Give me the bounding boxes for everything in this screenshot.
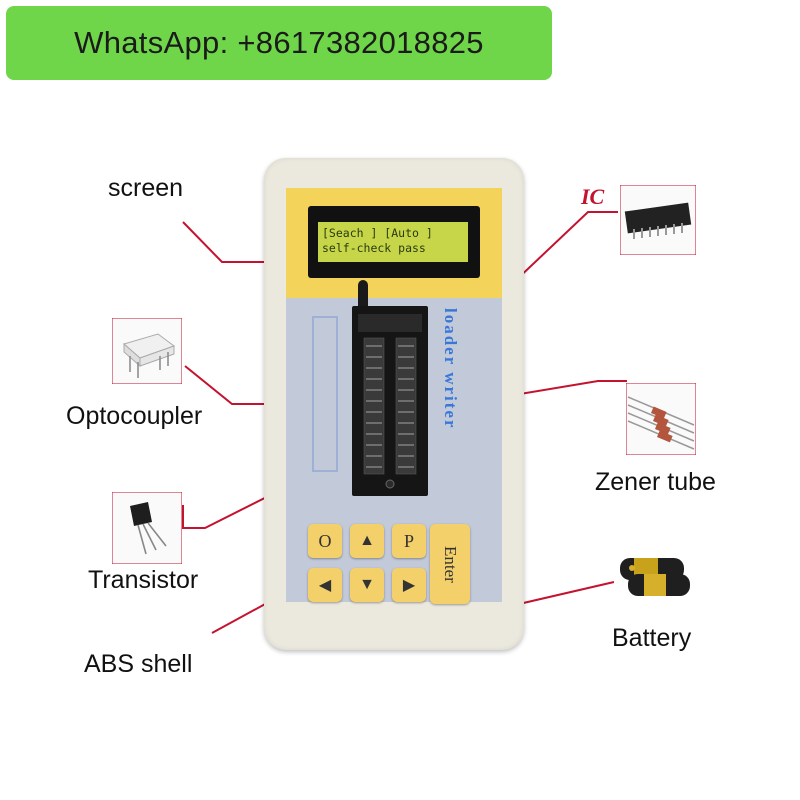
ic-chip-image <box>619 184 697 256</box>
abs-shell-label: ABS shell <box>84 650 193 678</box>
socket-lever[interactable] <box>358 280 368 326</box>
right-arrow-button[interactable]: ▶ <box>392 568 426 602</box>
ic-label: IC <box>581 184 605 209</box>
optocoupler-image <box>111 317 183 385</box>
up-arrow-button[interactable]: ▲ <box>350 524 384 558</box>
transistor-image <box>111 491 183 565</box>
transistor-label: Transistor <box>88 566 199 594</box>
whatsapp-text: WhatsApp: +8617382018825 <box>74 25 484 60</box>
optocoupler-label: Optocoupler <box>66 402 203 430</box>
o-button[interactable]: O <box>308 524 342 558</box>
left-arrow-button[interactable]: ◀ <box>308 568 342 602</box>
device-panel-outline <box>312 316 338 472</box>
whatsapp-banner: WhatsApp: +8617382018825 <box>6 6 552 80</box>
down-arrow-button[interactable]: ▼ <box>350 568 384 602</box>
zener-tube-label: Zener tube <box>595 468 716 496</box>
lcd-line-2: self-check pass <box>322 241 426 255</box>
socket-pins <box>358 314 422 489</box>
tester-device: [Seach ] [Auto ] self-check pass <box>264 158 524 650</box>
enter-button-label: Enter <box>441 545 460 583</box>
screen-label: screen <box>108 174 184 202</box>
battery-label: Battery <box>612 624 692 652</box>
zif-socket <box>352 306 428 496</box>
lcd-screen: [Seach ] [Auto ] self-check pass <box>318 222 468 262</box>
loader-writer-text: loader writer <box>441 308 460 430</box>
enter-button[interactable]: Enter <box>430 524 470 604</box>
battery-image <box>614 544 698 606</box>
p-button[interactable]: P <box>392 524 426 558</box>
lcd-line-1: [Seach ] [Auto ] <box>322 226 433 240</box>
zener-tube-image <box>625 382 697 456</box>
